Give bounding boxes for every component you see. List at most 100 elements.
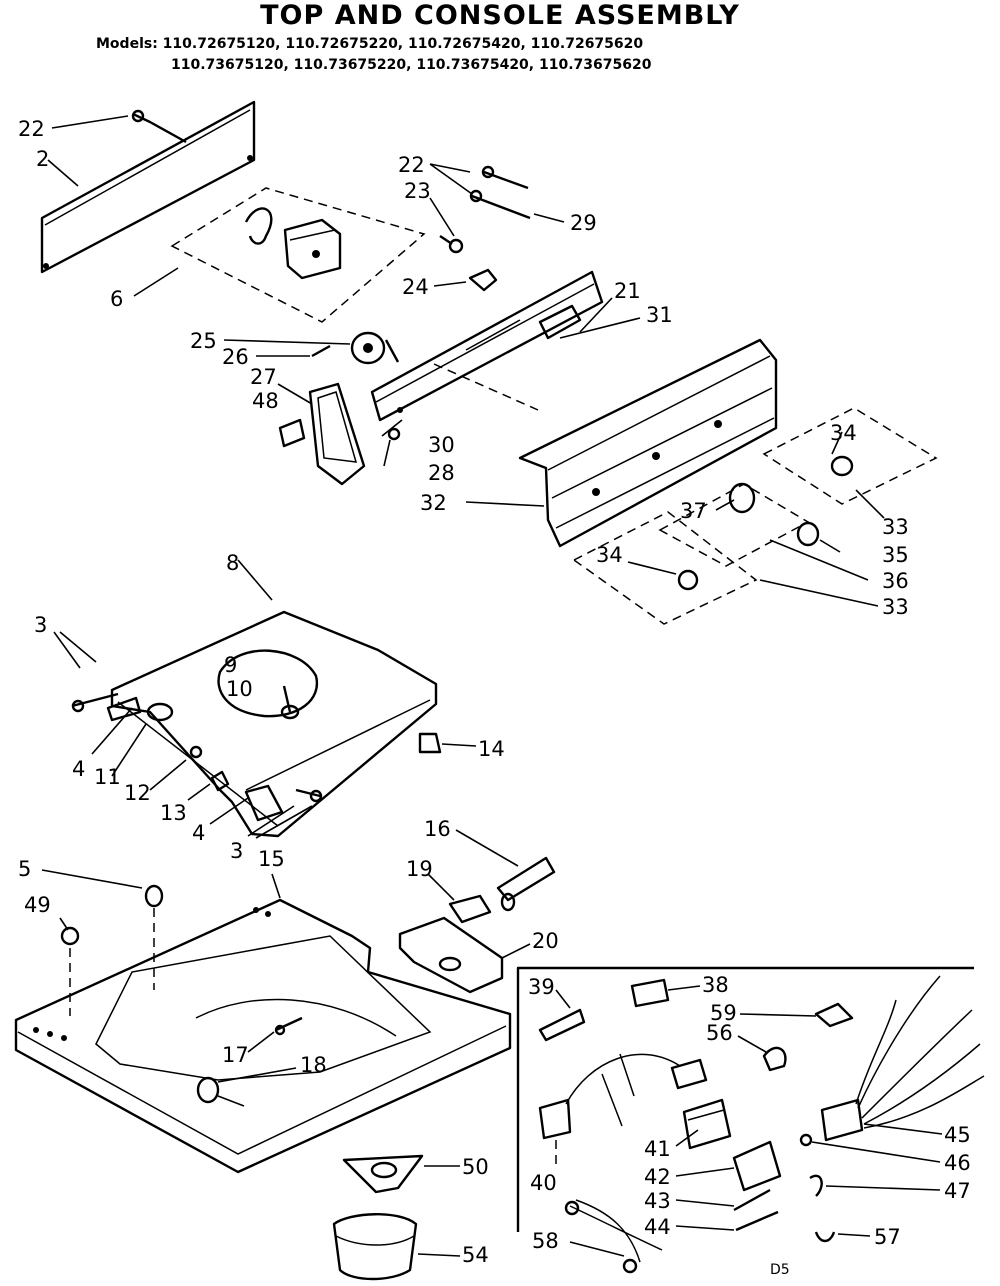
callout-26: 26 [222, 345, 249, 369]
part-57-clip [814, 1231, 836, 1243]
callout-22-top: 22 [18, 117, 45, 141]
callout-58: 58 [532, 1229, 559, 1253]
callout-2: 2 [36, 147, 49, 171]
part-24-clip [468, 268, 498, 292]
callout-30: 30 [428, 433, 455, 457]
callout-19: 19 [406, 857, 433, 881]
part-32-control-console [433, 338, 778, 548]
callout-10: 10 [226, 677, 253, 701]
part-50-bracket [342, 1154, 424, 1194]
callout-16: 16 [424, 817, 451, 841]
page-title: TOP AND CONSOLE ASSEMBLY [260, 0, 740, 31]
callout-3-right: 3 [230, 839, 243, 863]
callout-49: 49 [24, 893, 51, 917]
callout-45: 45 [944, 1123, 971, 1147]
part-56-clamp [762, 1046, 787, 1072]
part-5-plug [144, 884, 164, 990]
part-54-cup [332, 1213, 418, 1281]
part-4-hinge-left [106, 696, 142, 722]
part-13-clip [210, 770, 230, 792]
callout-23: 23 [404, 179, 431, 203]
part-39-connector [538, 1008, 586, 1042]
callout-14: 14 [478, 737, 505, 761]
callout-43: 43 [644, 1189, 671, 1213]
part-45-switch [820, 975, 985, 1142]
footer-code: D5 [770, 1262, 790, 1278]
models-line-1: Models: 110.72675120, 110.72675220, 110.… [96, 36, 643, 52]
callout-11: 11 [94, 765, 121, 789]
callout-8: 8 [226, 551, 239, 575]
callout-3-left: 3 [34, 613, 47, 637]
harness-inset-frame [516, 966, 974, 1232]
callout-32: 32 [420, 491, 447, 515]
callout-37: 37 [680, 499, 707, 523]
part-38-terminal [630, 978, 670, 1008]
models-list-2: 110.73675120, 110.73675220, 110.73675420… [171, 57, 652, 73]
callout-24: 24 [402, 275, 429, 299]
leader-lines [41, 115, 943, 1257]
callout-44: 44 [644, 1215, 671, 1239]
callout-4-right: 4 [192, 821, 205, 845]
part-44-terminal [735, 1210, 779, 1232]
callout-15: 15 [258, 847, 285, 871]
callout-33-lower: 33 [882, 595, 909, 619]
part-59-clip [814, 1002, 854, 1028]
callout-36: 36 [882, 569, 909, 593]
callout-28: 28 [428, 461, 455, 485]
part-14-bumper [418, 732, 442, 754]
callout-22-right: 22 [398, 153, 425, 177]
part-58-wire-harness [564, 1199, 663, 1274]
callout-39: 39 [528, 975, 555, 999]
callout-54: 54 [462, 1243, 489, 1267]
callout-34-upper: 34 [830, 421, 857, 445]
part-11-lid-switch [146, 702, 174, 722]
callout-labels: 22 2 22 23 29 6 24 21 31 25 26 27 48 30 … [18, 117, 971, 1278]
callout-47: 47 [944, 1179, 971, 1203]
callout-35: 35 [882, 543, 909, 567]
callout-48: 48 [252, 389, 279, 413]
callout-34-lower: 34 [596, 543, 623, 567]
part-47-clip [809, 1174, 823, 1197]
part-41-relay [682, 1098, 732, 1150]
callout-12: 12 [124, 781, 151, 805]
part-22-screw-top [131, 109, 187, 144]
part-25-knob [350, 331, 400, 365]
part-33-panel-upper [762, 407, 938, 505]
callout-21: 21 [614, 279, 641, 303]
part-2-console-panel [40, 100, 256, 274]
part-3-screw-left [71, 692, 119, 713]
callout-46: 46 [944, 1151, 971, 1175]
part-27-cover [308, 382, 366, 486]
callout-6: 6 [110, 287, 123, 311]
part-31-console-rail [370, 270, 604, 422]
callout-25: 25 [190, 329, 217, 353]
part-46-screw [799, 1133, 813, 1147]
part-49-plug [60, 926, 80, 1016]
part-20-switch-housing [398, 916, 504, 994]
callout-59: 59 [710, 1001, 737, 1025]
part-15-washer-top [14, 898, 512, 1174]
part-26-screw [311, 344, 331, 358]
models-line-2: 110.73675120, 110.73675220, 110.73675420… [171, 57, 651, 73]
callout-20: 20 [532, 929, 559, 953]
models-label: Models: [96, 36, 158, 52]
callout-31: 31 [646, 303, 673, 327]
callout-56: 56 [706, 1021, 733, 1045]
part-16-lid-switch-assembly [496, 856, 556, 912]
callout-41: 41 [644, 1137, 671, 1161]
callout-50: 50 [462, 1155, 489, 1179]
callout-5: 5 [18, 857, 31, 881]
callout-18: 18 [300, 1053, 327, 1077]
part-37-knob [658, 482, 820, 567]
part-harness-plug [670, 1058, 708, 1090]
part-48-clip [278, 418, 306, 448]
part-17-screw [274, 1016, 303, 1036]
callout-40: 40 [530, 1171, 557, 1195]
part-6-bracket [170, 187, 426, 323]
part-12-screw [189, 745, 203, 759]
part-40-switch [538, 1053, 681, 1170]
callout-4-left: 4 [72, 757, 85, 781]
callout-13: 13 [160, 801, 187, 825]
part-43-terminal [733, 1188, 771, 1212]
